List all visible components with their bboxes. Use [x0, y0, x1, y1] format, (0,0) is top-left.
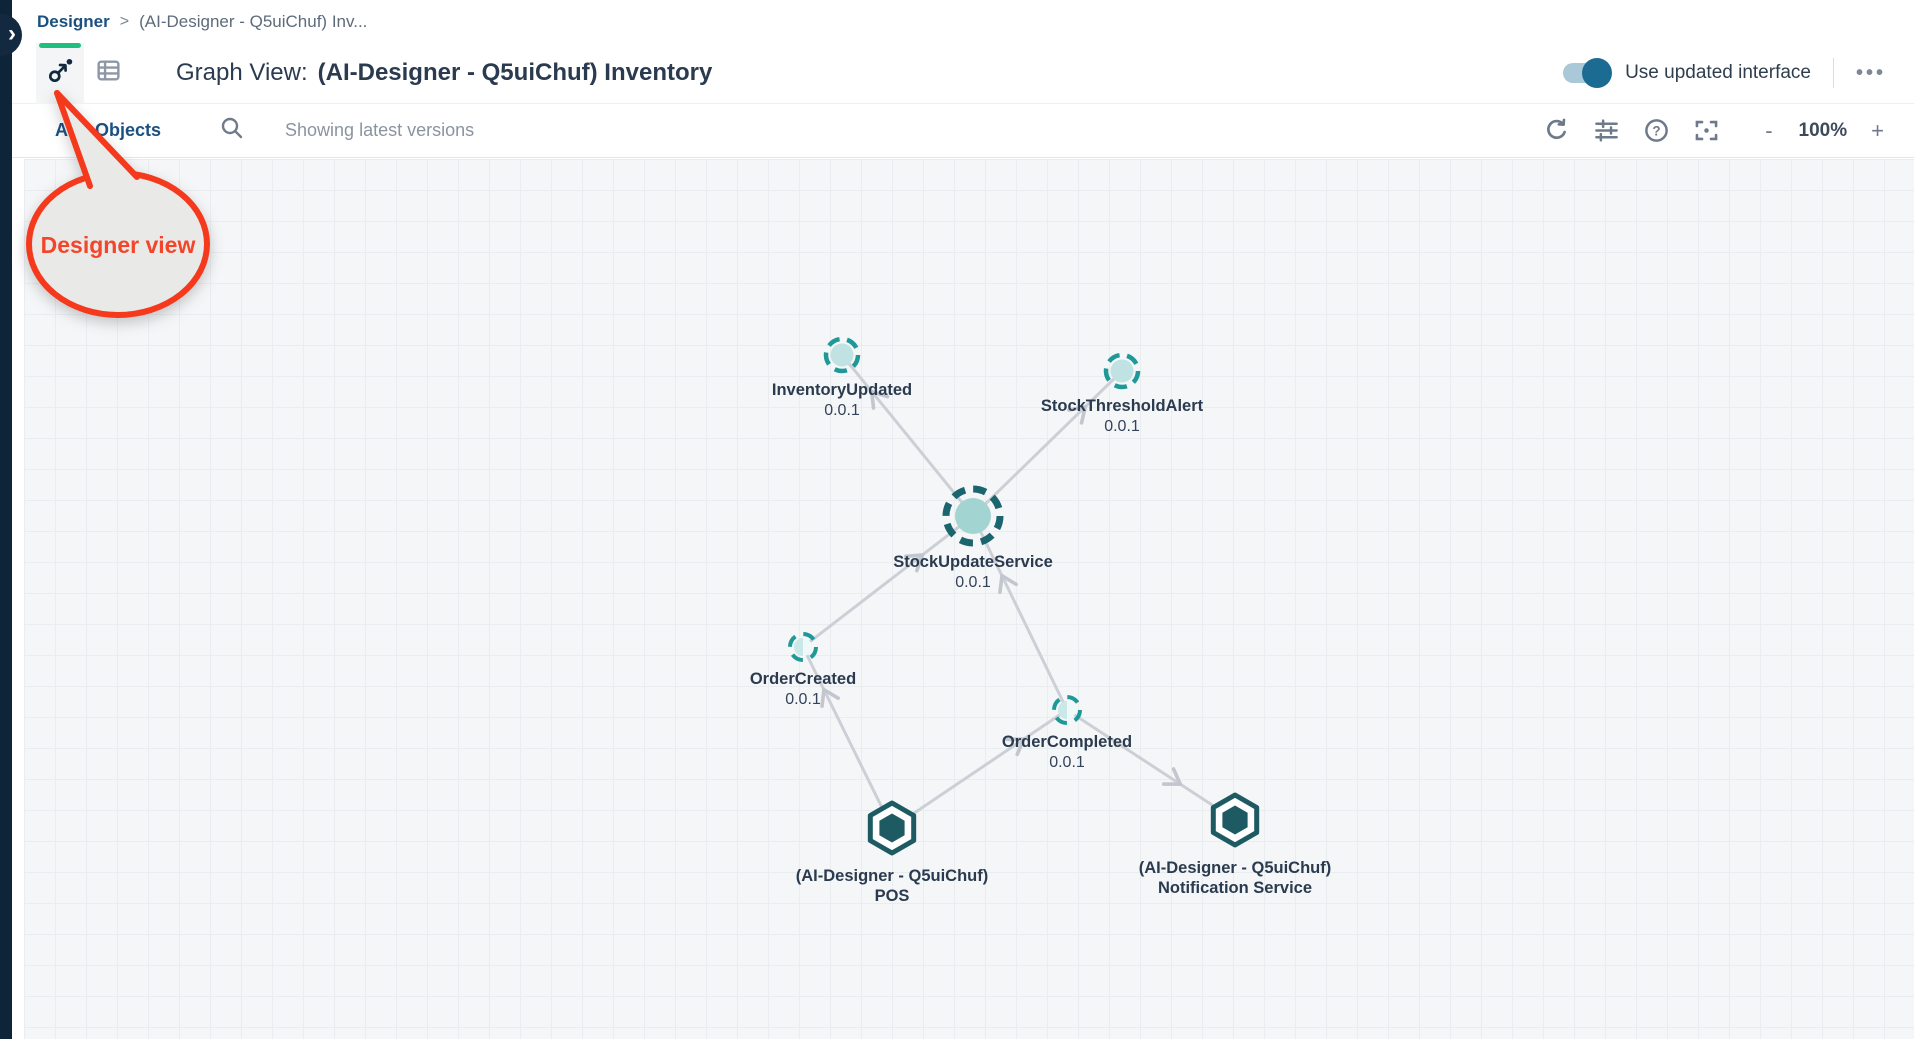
- page-title: Graph View: (AI-Designer - Q5uiChuf) Inve…: [176, 59, 712, 87]
- breadcrumb-designer-link[interactable]: Designer: [37, 11, 110, 31]
- chevron-right-icon: ›: [8, 20, 16, 47]
- header-bar: Graph View: (AI-Designer - Q5uiChuf) Inve…: [12, 42, 1914, 104]
- designer-view-callout: Designer view: [26, 90, 210, 318]
- callout-text: Designer view: [41, 232, 196, 258]
- expand-sidebar-button[interactable]: ›: [0, 14, 22, 56]
- main-content: Designer > (AI-Designer - Q5uiChuf) Inv.…: [12, 0, 1914, 1039]
- refresh-icon[interactable]: [1539, 114, 1573, 148]
- graph-toolbar: Add Objects Showing latest versions: [12, 104, 1914, 158]
- use-updated-interface-toggle[interactable]: [1563, 58, 1613, 88]
- search-icon: [219, 115, 245, 146]
- filter-settings-icon[interactable]: [1589, 114, 1623, 148]
- toggle-label: Use updated interface: [1625, 62, 1811, 83]
- svg-text:?: ?: [1652, 123, 1660, 138]
- table-view-icon: [95, 57, 122, 89]
- header-right: Use updated interface •••: [1563, 58, 1914, 88]
- breadcrumb: Designer > (AI-Designer - Q5uiChuf) Inv.…: [12, 0, 1914, 43]
- breadcrumb-current: (AI-Designer - Q5uiChuf) Inv...: [139, 11, 368, 31]
- fit-to-screen-icon[interactable]: [1689, 114, 1723, 148]
- graph-canvas[interactable]: [24, 159, 1914, 1039]
- tab-table-view[interactable]: [84, 43, 132, 104]
- page-title-name: (AI-Designer - Q5uiChuf) Inventory: [317, 59, 713, 86]
- graph-view-icon: [47, 57, 74, 89]
- search[interactable]: [219, 115, 245, 146]
- toolbar-right: ? - 100% +: [1523, 114, 1890, 148]
- more-options-icon[interactable]: •••: [1855, 62, 1886, 84]
- help-icon[interactable]: ?: [1639, 114, 1673, 148]
- toggle-knob: [1582, 58, 1613, 88]
- left-sidebar-rail: [0, 0, 12, 1039]
- divider: [1832, 58, 1834, 88]
- breadcrumb-separator: >: [119, 12, 130, 30]
- zoom-level: 100%: [1798, 119, 1848, 141]
- zoom-out-button[interactable]: -: [1765, 117, 1773, 143]
- versions-filter-label[interactable]: Showing latest versions: [285, 120, 475, 140]
- page-title-prefix: Graph View:: [176, 59, 308, 86]
- zoom-in-button[interactable]: +: [1871, 117, 1884, 143]
